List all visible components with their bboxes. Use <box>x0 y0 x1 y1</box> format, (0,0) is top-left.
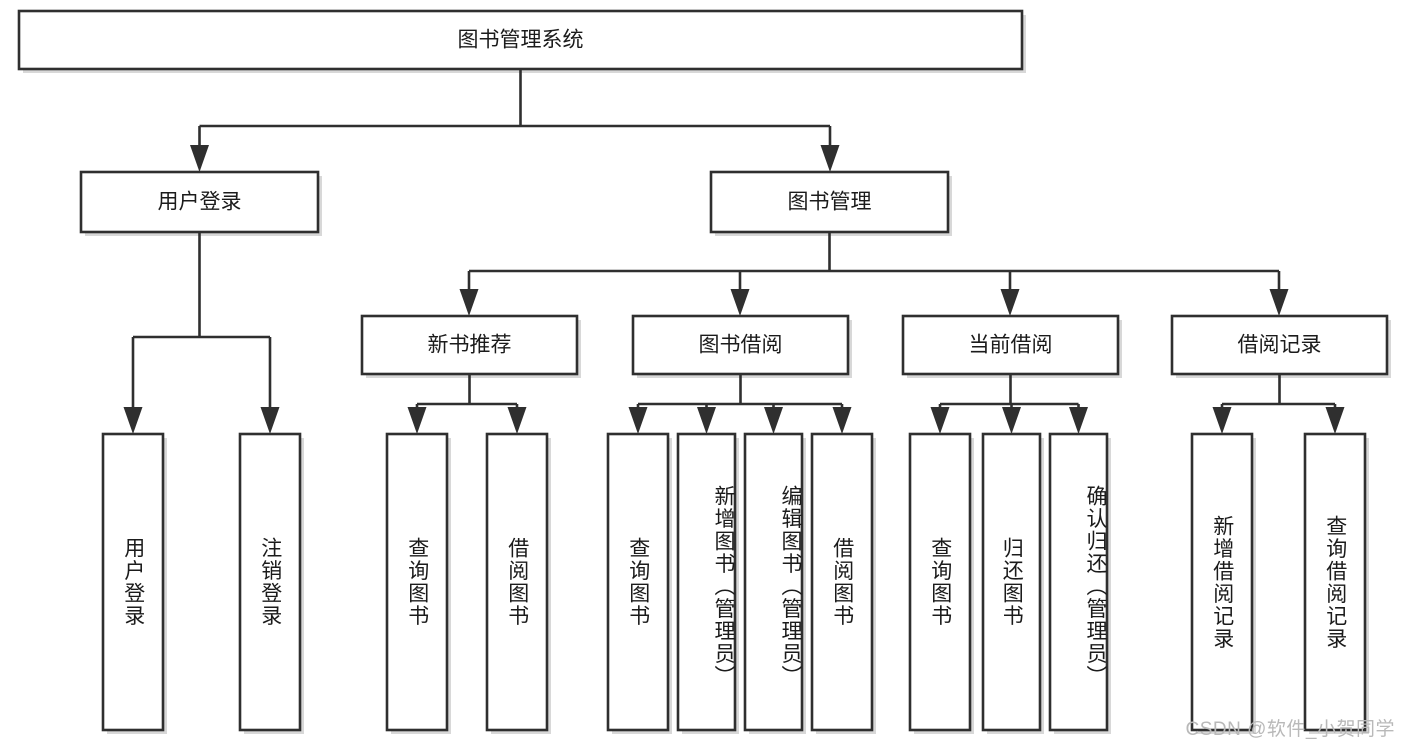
arrowhead-leaf-logout <box>260 407 280 434</box>
leaf-borrow-book-label: 借阅图书 <box>830 537 854 627</box>
arrowhead-leaf-query-borrow-record <box>1325 407 1345 434</box>
arrowhead-leaf-query-book-borrow <box>628 407 648 434</box>
leaf-query-book-rec-box[interactable] <box>385 432 449 732</box>
watermark-text: CSDN @软件_小贺同学 <box>1185 719 1395 740</box>
arrowhead-book-borrow <box>730 289 750 316</box>
leaf-query-borrow-record-box[interactable] <box>1303 432 1367 732</box>
leaf-query-book-rec-label: 查询图书 <box>405 537 429 627</box>
leaf-user-login-box[interactable] <box>101 432 165 732</box>
leaf-query-book-borrow-label: 查询图书 <box>626 537 650 627</box>
arrowhead-current-borrow <box>1000 289 1020 316</box>
leaf-query-borrow-record-label: 查询借阅记录 <box>1323 514 1347 650</box>
leaf-add-borrow-record-box[interactable] <box>1190 432 1254 732</box>
leaf-add-book-admin-label: 新增图书（管理员） <box>712 484 735 688</box>
node-book-borrow-box[interactable] <box>631 314 850 376</box>
node-borrow-record-box[interactable] <box>1170 314 1389 376</box>
node-root[interactable]: 图书管理系统 <box>17 9 1026 73</box>
leaf-edit-book-admin-label: 编辑图书（管理员） <box>779 484 802 688</box>
connector-book-management-to-level2 <box>459 232 1289 316</box>
connector-current-borrow-to-leaves <box>930 374 1088 434</box>
leaf-edit-book-admin-box[interactable] <box>743 432 804 732</box>
node-borrow-record-label: 借阅记录 <box>1238 334 1322 357</box>
node-current-borrow[interactable]: 当前借阅 <box>901 314 1122 378</box>
node-book-management-box[interactable] <box>709 170 950 234</box>
leaf-query-book-borrow-box[interactable] <box>606 432 670 732</box>
node-book-borrow-label: 图书借阅 <box>699 334 783 357</box>
connector-user-login-to-leaves <box>123 232 280 434</box>
leaf-borrow-book-rec-label: 借阅图书 <box>505 537 529 627</box>
arrowhead-user-login <box>190 145 209 172</box>
connector-borrow-record-to-leaves <box>1212 374 1345 434</box>
node-book-borrow[interactable]: 图书借阅 <box>631 314 852 378</box>
node-user-login-label: 用户登录 <box>158 191 242 214</box>
arrowhead-leaf-add-book-admin <box>697 407 716 434</box>
connector-root-to-level1 <box>190 69 840 172</box>
arrowhead-leaf-edit-book-admin <box>764 407 783 434</box>
node-new-book-recommend-label: 新书推荐 <box>428 334 512 357</box>
leaf-query-book-current-box[interactable] <box>908 432 972 732</box>
node-root-box[interactable] <box>17 9 1024 71</box>
node-new-book-recommend[interactable]: 新书推荐 <box>360 314 581 378</box>
arrowhead-borrow-record <box>1269 289 1289 316</box>
leaf-logout-box[interactable] <box>238 432 302 732</box>
arrowhead-leaf-borrow-book <box>832 407 852 434</box>
arrowhead-leaf-query-book-current <box>930 407 950 434</box>
arrowhead-leaf-add-borrow-record <box>1212 407 1232 434</box>
node-user-login-box[interactable] <box>79 170 320 234</box>
leaf-borrow-book-box[interactable] <box>810 432 874 732</box>
leaf-add-borrow-record-label: 新增借阅记录 <box>1210 514 1234 650</box>
leaf-query-book-current-label: 查询图书 <box>928 537 952 627</box>
node-borrow-record[interactable]: 借阅记录 <box>1170 314 1391 378</box>
connector-new-book-recommend-to-leaves <box>407 374 527 434</box>
node-current-borrow-box[interactable] <box>901 314 1120 376</box>
node-current-borrow-label: 当前借阅 <box>969 334 1053 357</box>
arrowhead-leaf-user-login <box>123 407 143 434</box>
leaf-confirm-return-admin-label: 确认归还（管理员） <box>1084 484 1107 688</box>
arrowhead-leaf-return-book <box>1002 407 1021 434</box>
leaf-boxes <box>101 432 1369 734</box>
leaf-user-login-label: 用户登录 <box>121 537 145 627</box>
node-root-label: 图书管理系统 <box>458 29 584 52</box>
arrowhead-leaf-borrow-book-rec <box>507 407 527 434</box>
arrowhead-book-management <box>820 145 840 172</box>
node-book-management-label: 图书管理 <box>788 191 872 214</box>
leaf-return-book-box[interactable] <box>981 432 1042 732</box>
connector-book-borrow-to-leaves <box>628 374 852 434</box>
node-book-management[interactable]: 图书管理 <box>709 170 952 236</box>
leaf-return-book-label: 归还图书 <box>1000 537 1024 627</box>
arrowhead-new-book-recommend <box>459 289 479 316</box>
arrowhead-leaf-query-book-rec <box>407 407 427 434</box>
leaf-logout-label: 注销登录 <box>258 537 282 627</box>
leaf-add-book-admin-box[interactable] <box>676 432 737 732</box>
leaf-borrow-book-rec-box[interactable] <box>485 432 549 732</box>
leaf-confirm-return-admin-box[interactable] <box>1048 432 1109 732</box>
arrowhead-leaf-confirm-return-admin <box>1069 407 1088 434</box>
node-user-login[interactable]: 用户登录 <box>79 170 322 236</box>
